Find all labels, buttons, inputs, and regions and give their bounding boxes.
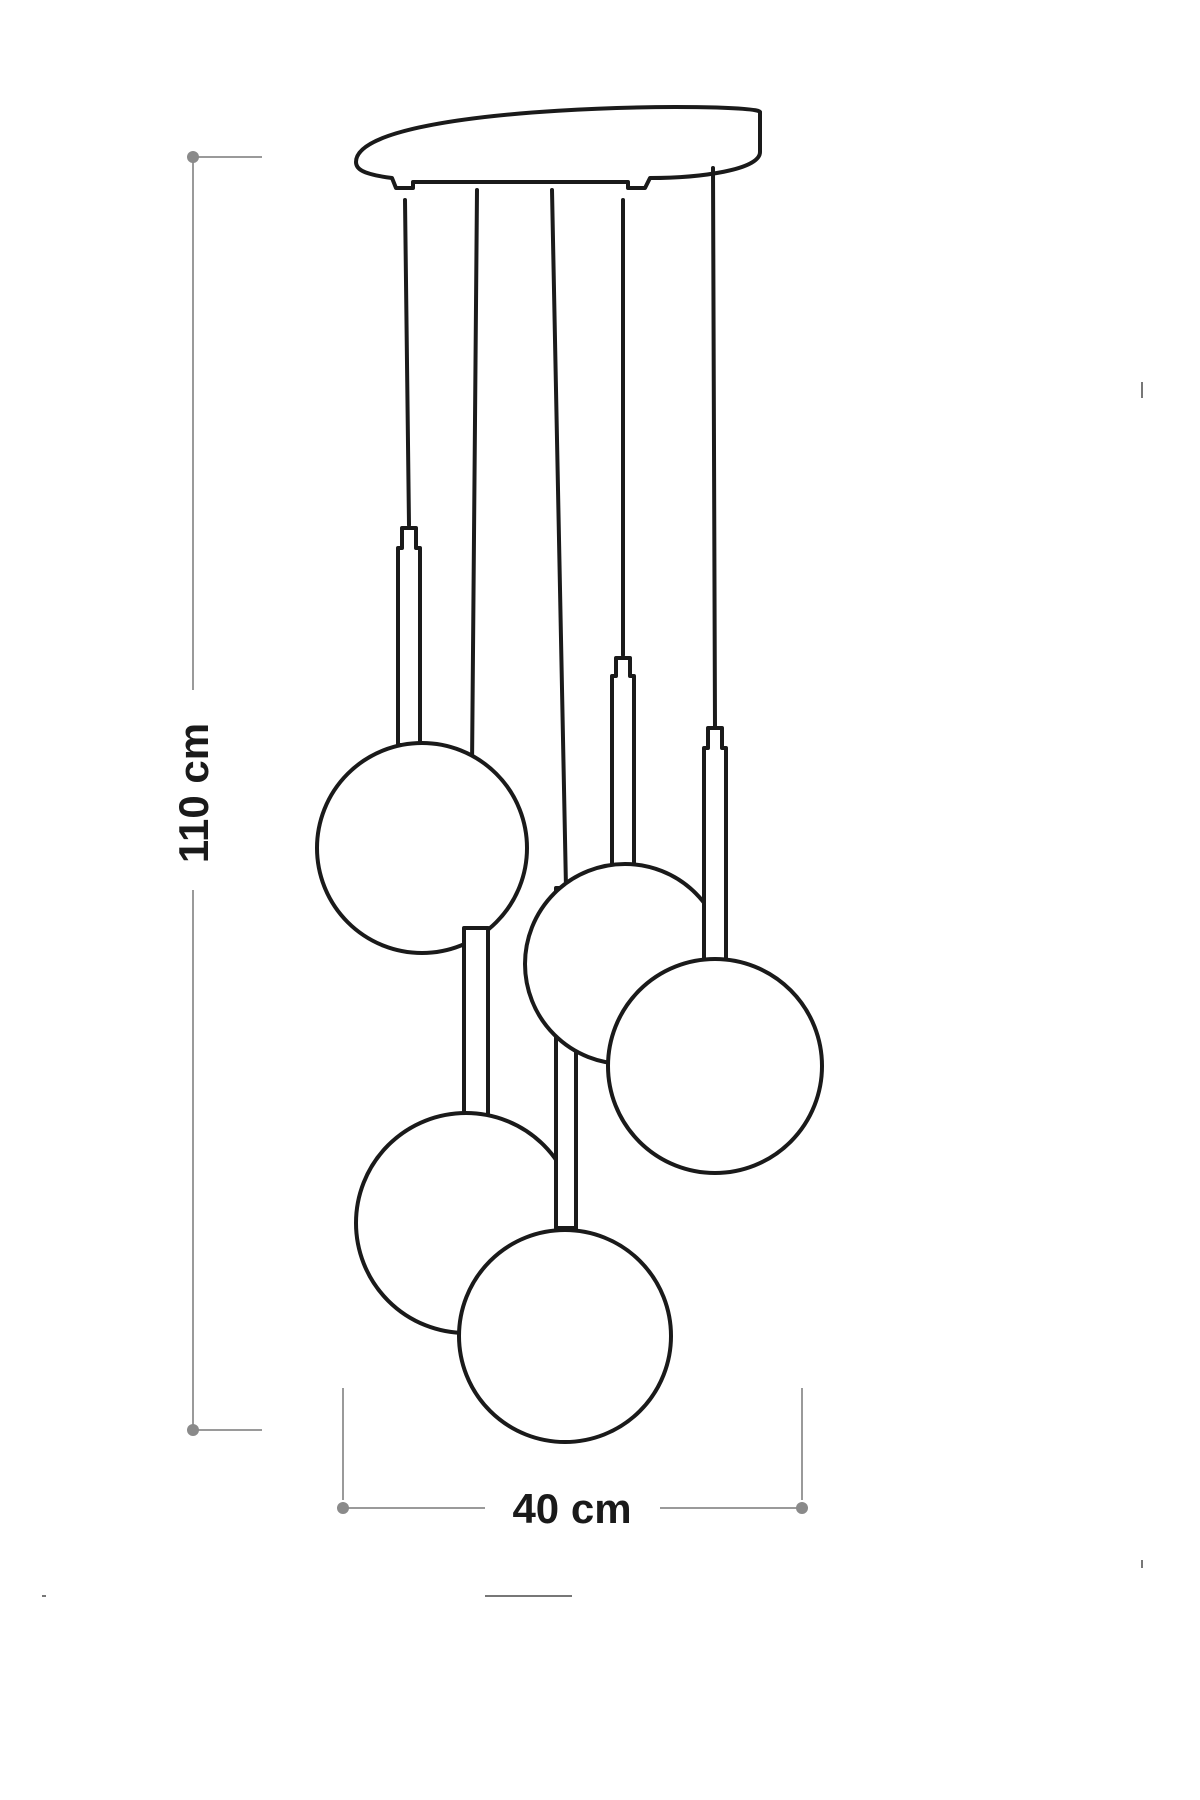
width-dimension: 40 cm	[337, 1388, 808, 1532]
height-dimension: 110 cm	[170, 151, 262, 1436]
cord-1	[403, 198, 411, 527]
pendant-cords	[403, 166, 717, 890]
cord-3	[550, 188, 568, 890]
ceiling-canopy	[354, 105, 762, 190]
height-label: 110 cm	[170, 723, 217, 863]
cord-2	[470, 188, 479, 769]
pendant-globe-1	[315, 526, 529, 955]
stray-marks	[42, 382, 1143, 1597]
cord-5	[711, 166, 717, 730]
pendant-globe-5	[606, 726, 824, 1175]
width-label: 40 cm	[512, 1485, 631, 1532]
